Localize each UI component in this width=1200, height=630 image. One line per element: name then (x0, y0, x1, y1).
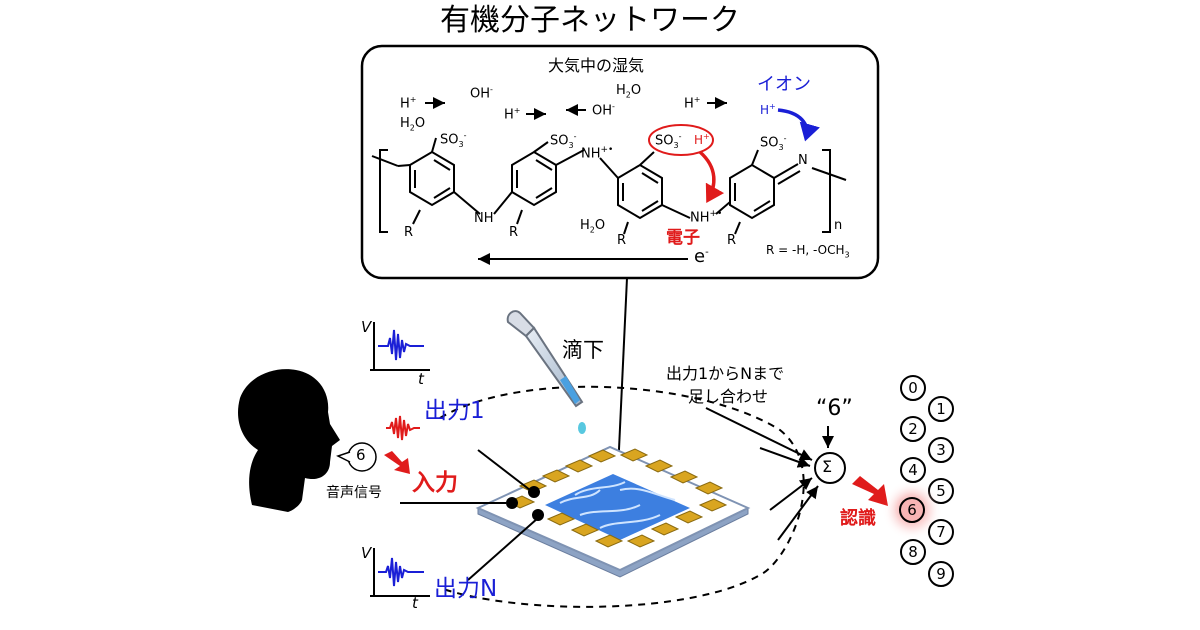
result-quote: “6” (816, 396, 853, 421)
summation-node (814, 452, 846, 484)
digit-0: 0 (900, 375, 926, 401)
substituent-label-4: R (727, 233, 737, 248)
digit-4: 4 (900, 457, 926, 483)
digit-9: 9 (928, 561, 954, 587)
output1-plot (370, 322, 430, 371)
recognition-label: 認識 (840, 508, 876, 529)
digit-7: 7 (928, 519, 954, 545)
hydroxide-label-2: OH- (592, 102, 615, 119)
chip-network-region (545, 474, 690, 540)
probe-dot-output1 (528, 486, 540, 498)
proton-highlight-ring (648, 124, 714, 156)
probe-dot-outputN (532, 509, 544, 521)
hydroxide-label-1: OH- (470, 85, 493, 102)
proton-label-1: H+ (400, 95, 417, 112)
pipette (506, 310, 586, 434)
species-arrows (425, 97, 727, 265)
sum-note-line-2: 足し合わせ (688, 387, 769, 406)
probe-dot-input (506, 497, 518, 509)
ion-proton-label: H+ (760, 102, 776, 117)
repeat-index: n (834, 218, 843, 233)
plot1-axis-t: t (418, 370, 424, 388)
proton-label-2: H+ (504, 106, 521, 123)
input-label: 入力 (412, 470, 458, 496)
plotN-axis-v: V (361, 544, 372, 562)
amine-label-1: NH (474, 211, 494, 226)
sulfonate-label-4: SO3- (760, 134, 787, 152)
plotN-axis-t: t (412, 594, 418, 612)
output1-label: 出力1 (424, 398, 485, 424)
substituent-label-2: R (509, 225, 519, 240)
digit-5: 5 (928, 478, 954, 504)
digit-1: 1 (928, 396, 954, 422)
transferring-proton-label: H+ (694, 132, 710, 147)
radical-cation-label-1: NH+• (581, 145, 614, 162)
proton-label-3: H+ (684, 95, 701, 112)
recognition-arrow (852, 476, 888, 506)
imine-label: N (798, 153, 808, 168)
speech-signal-label: 音声信号 (326, 485, 382, 501)
substituent-definition: R = -H, -OCH3 (766, 243, 850, 260)
sulfonate-label-2: SO3- (550, 132, 577, 150)
electron-symbol: e- (694, 246, 709, 267)
sulfonate-label-3: SO3- (655, 132, 682, 150)
input-waveform (386, 415, 420, 441)
right-bracket (822, 149, 831, 233)
speaker-silhouette (238, 369, 340, 512)
page-title: 有機分子ネットワーク (440, 3, 740, 38)
panel-heading: 大気中の湿気 (548, 56, 645, 75)
water-label-1: H2O (400, 116, 426, 133)
radical-cation-label-2: NH+• (690, 209, 723, 226)
summation-symbol: Σ (822, 457, 833, 476)
electron-label: 電子 (666, 228, 700, 248)
input-arrow (384, 451, 410, 474)
water-label-2: H2O (616, 83, 642, 100)
sum-note-line-1: 出力1からNまで (666, 364, 785, 383)
speech-digit: 6 (356, 446, 366, 464)
label-leader-lines (400, 449, 539, 581)
electron-transfer-arrow (698, 150, 725, 204)
left-bracket (379, 149, 388, 233)
water-label-3: H2O (580, 218, 606, 235)
ion-transfer-arrow (777, 108, 820, 142)
molecule-panel-frame (360, 44, 880, 280)
summation-arrows (705, 407, 834, 541)
ion-label: イオン (757, 74, 811, 95)
substituent-label-3: R (617, 233, 627, 248)
digit-8: 8 (900, 539, 926, 565)
signal-path-ellipse (439, 385, 805, 608)
digit-3: 3 (928, 437, 954, 463)
substituent-label-1: R (404, 225, 414, 240)
outputN-label: 出力N (434, 576, 498, 602)
plot1-axis-v: V (361, 318, 372, 336)
outputN-plot (370, 548, 430, 597)
device-chip (475, 445, 751, 578)
digit-6-recognized: 6 (899, 497, 925, 523)
sulfonate-label-1: SO3- (440, 131, 467, 149)
digit-2: 2 (900, 416, 926, 442)
polymer-structure (371, 137, 847, 235)
drop-label: 滴下 (562, 338, 604, 362)
